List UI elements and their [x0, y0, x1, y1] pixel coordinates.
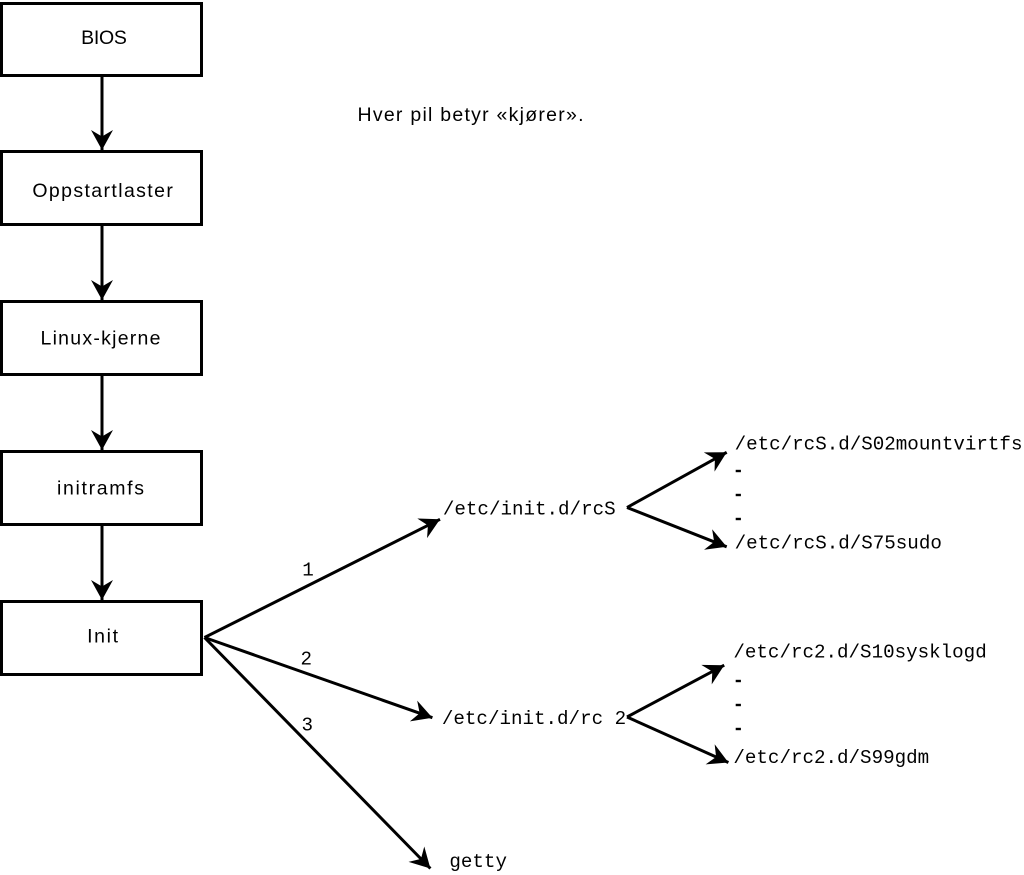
svg-text:BIOS: BIOS: [81, 27, 127, 49]
svg-text:Init: Init: [87, 626, 119, 648]
svg-text:2: 2: [301, 649, 313, 671]
svg-text:3: 3: [301, 714, 313, 736]
svg-text:initramfs: initramfs: [57, 477, 144, 499]
svg-text:/etc/init.d/rcS: /etc/init.d/rcS: [443, 499, 616, 521]
svg-text:Oppstartlaster: Oppstartlaster: [32, 180, 173, 202]
svg-text:/etc/init.d/rc 2: /etc/init.d/rc 2: [442, 708, 626, 730]
svg-text:/etc/rcS.d/S75sudo: /etc/rcS.d/S75sudo: [735, 533, 942, 555]
svg-text:Linux-kjerne: Linux-kjerne: [41, 328, 161, 350]
svg-text:1: 1: [302, 560, 314, 582]
svg-text:/etc/rcS.d/S02mountvirtfs: /etc/rcS.d/S02mountvirtfs: [735, 434, 1023, 456]
svg-text:getty: getty: [449, 851, 507, 873]
svg-text:Hver pil betyr «kjører».: Hver pil betyr «kjører».: [358, 104, 584, 126]
svg-text:/etc/rc2.d/S10sysklogd: /etc/rc2.d/S10sysklogd: [733, 641, 986, 663]
svg-text:/etc/rc2.d/S99gdm: /etc/rc2.d/S99gdm: [733, 747, 929, 769]
